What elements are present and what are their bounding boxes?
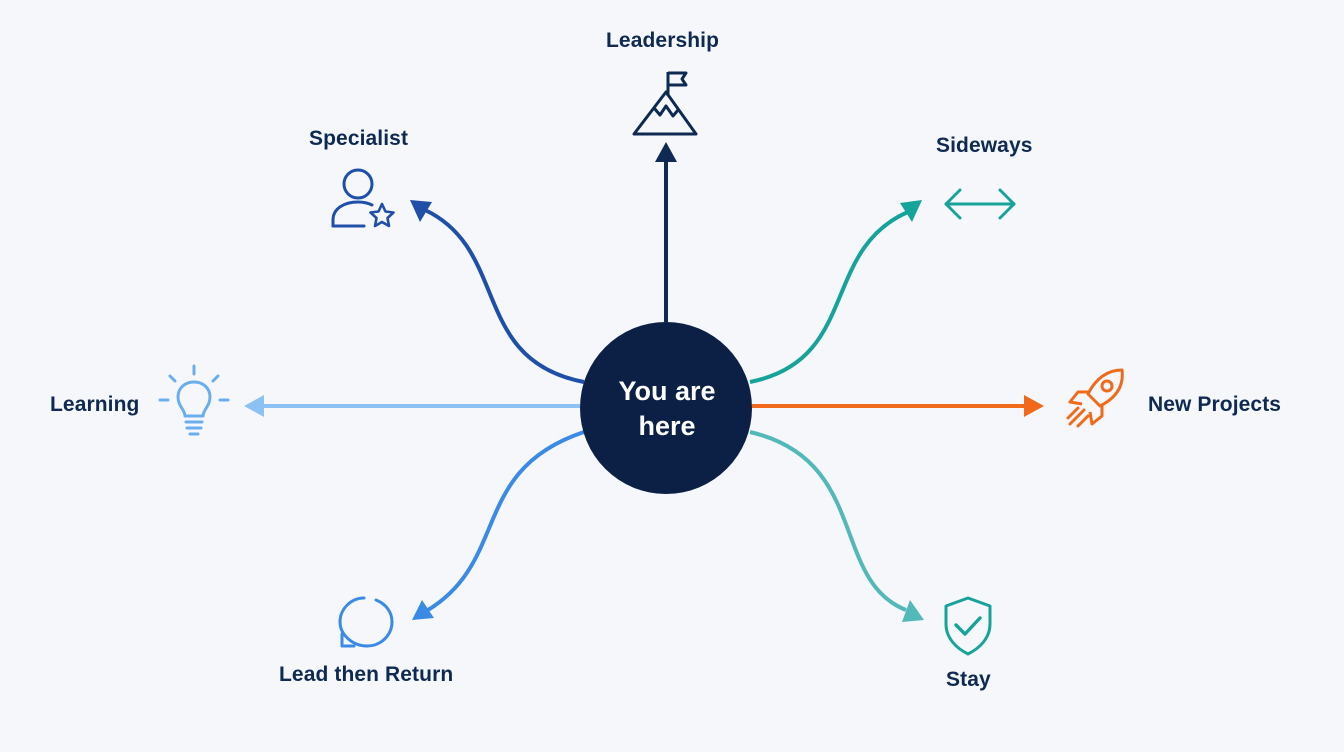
stay-label: Stay [946, 668, 991, 691]
specialist-arrowhead [410, 200, 432, 222]
shield-check-icon [940, 594, 996, 656]
double-arrow-icon [940, 184, 1020, 224]
new-projects-label: New Projects [1148, 393, 1282, 416]
mountain-flag-icon [630, 68, 700, 138]
leadership-arrowhead [655, 142, 677, 162]
center-label-line1: You are [618, 376, 716, 406]
sideways-label: Sideways [936, 134, 1033, 157]
lead-then-return-label: Lead then Return [279, 663, 454, 686]
sideways-connector [749, 210, 909, 384]
learning-arrowhead [244, 395, 264, 417]
center-label-line2: here [638, 411, 696, 441]
leadership-label: Leadership [606, 29, 720, 52]
center-node [580, 322, 752, 494]
lead-then-return-arrowhead [412, 600, 434, 620]
specialist-connector [424, 208, 585, 384]
sideways-arrowhead [900, 200, 922, 222]
lightbulb-icon [158, 364, 230, 438]
learning-label: Learning [50, 393, 140, 416]
specialist-label: Specialist [309, 127, 409, 150]
center-label: You are here [582, 374, 752, 444]
lead-then-return-connector [426, 430, 585, 612]
stay-arrowhead [902, 600, 924, 622]
circular-arrow-icon [332, 592, 398, 650]
stay-connector [749, 430, 907, 612]
user-star-icon [328, 164, 398, 234]
new-projects-arrowhead [1024, 395, 1044, 417]
rocket-icon [1062, 364, 1132, 436]
